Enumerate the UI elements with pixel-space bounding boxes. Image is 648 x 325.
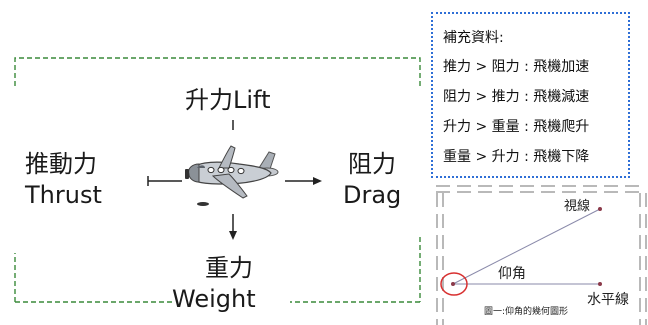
lift-label: 升力Lift (185, 86, 271, 114)
drag-label-zh: 阻力 (348, 150, 396, 178)
note-line: 阻力 > 推力 : 飛機減速 (443, 89, 590, 105)
elevation-angle-diagram: 視線 仰角 水平線 圖一:仰角的幾何圖形 (434, 183, 648, 325)
note-line: 推力 > 阻力 : 飛機加速 (443, 59, 590, 75)
figure-caption: 圖一:仰角的幾何圖形 (484, 307, 569, 317)
elevation-angle-label: 仰角 (498, 266, 526, 282)
line-of-sight-label: 視線 (564, 199, 591, 214)
airplane-icon (185, 145, 279, 206)
thrust-label-en: Thrust (25, 181, 102, 209)
horizontal-line-label: 水平線 (587, 292, 629, 308)
thrust-label-zh: 推動力 (25, 150, 97, 178)
drag-label-en: Drag (343, 181, 402, 209)
notes-box: 補充資料: 推力 > 阻力 : 飛機加速 阻力 > 推力 : 飛機減速 升力 >… (431, 12, 630, 178)
angle-diagram-lines (436, 185, 647, 325)
note-line: 升力 > 重量 : 飛機爬升 (443, 119, 590, 135)
notes-title: 補充資料: (443, 30, 504, 46)
weight-label-en: Weight (172, 285, 256, 313)
note-line: 重量 > 升力 : 飛機下降 (443, 149, 590, 165)
weight-label-zh: 重力 (205, 254, 253, 282)
